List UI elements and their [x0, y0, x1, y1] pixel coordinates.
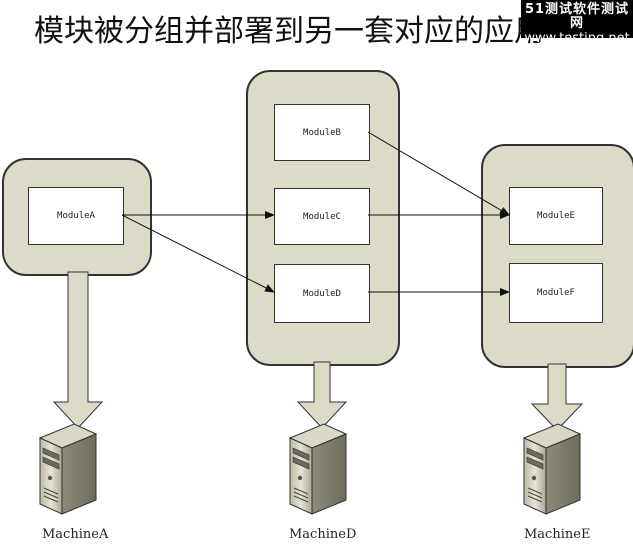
deploy-arrow-d — [296, 361, 348, 429]
deploy-arrow-e — [530, 363, 584, 431]
watermark-line2: www.testing.net — [524, 30, 630, 46]
diagram-title: 模块被分组并部署到另一套对应的应用 — [34, 14, 544, 49]
module-e: ModuleE — [509, 187, 603, 245]
module-b: ModuleB — [274, 104, 370, 161]
deploy-arrow-a — [52, 271, 104, 429]
server-icon-machine-d — [289, 423, 347, 515]
server-icon-machine-e — [523, 423, 581, 515]
server-icon-machine-a — [39, 423, 97, 515]
module-c: ModuleC — [274, 188, 370, 245]
module-a: ModuleA — [28, 187, 124, 245]
watermark-line1: 51测试软件测试网 — [524, 2, 630, 32]
machine-label-d: MachineD — [289, 527, 357, 542]
machine-label-a: MachineA — [42, 527, 109, 542]
module-d: ModuleD — [274, 264, 370, 323]
machine-label-e: MachineE — [524, 527, 591, 542]
arrow-a-to-d — [121, 214, 275, 293]
watermark-logo: 51测试软件测试网 www.testing.net — [521, 0, 633, 45]
arrow-b-to-e — [367, 131, 510, 216]
module-f: ModuleF — [509, 263, 603, 323]
